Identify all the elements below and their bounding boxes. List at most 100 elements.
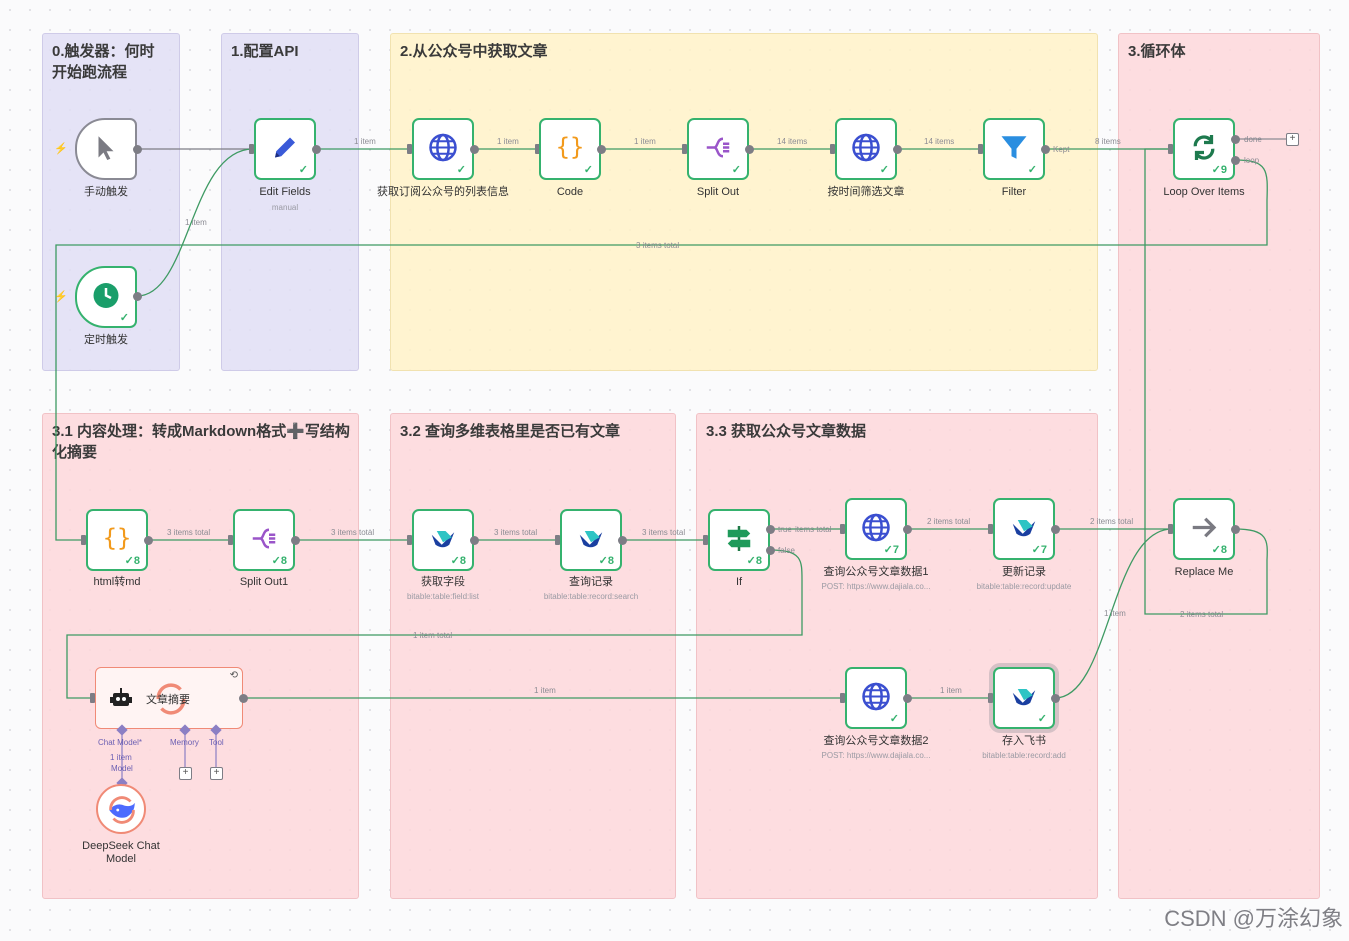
refresh-icon[interactable]: ⟲ xyxy=(229,670,238,681)
output-port[interactable] xyxy=(133,145,142,154)
signpost-icon xyxy=(727,526,751,551)
output-port[interactable] xyxy=(312,145,321,154)
input-port[interactable] xyxy=(988,693,993,703)
input-port[interactable] xyxy=(535,144,540,154)
node-if[interactable]: ✓8 xyxy=(708,509,770,571)
input-port[interactable] xyxy=(555,535,560,545)
node-label: 查询公众号文章数据1 xyxy=(823,566,929,578)
output-port[interactable] xyxy=(745,145,754,154)
success-check-icon: ✓ xyxy=(879,164,889,176)
funnel-icon xyxy=(1001,136,1027,159)
input-port[interactable] xyxy=(228,535,233,545)
node-fetch-article-2[interactable]: ✓ xyxy=(845,667,907,729)
input-port[interactable] xyxy=(682,144,687,154)
edge-label: 1 item total xyxy=(413,631,453,640)
node-subtitle: bitable:table:record:update xyxy=(976,582,1072,591)
input-port[interactable] xyxy=(830,144,835,154)
input-port[interactable] xyxy=(1168,524,1173,534)
output-port[interactable] xyxy=(1041,145,1050,154)
edge-label: 3 items total xyxy=(642,528,686,537)
node-agent-summary[interactable]: 文章摘要 ⟲ xyxy=(95,667,243,729)
input-port[interactable] xyxy=(840,693,845,703)
success-check-icon: ✓ xyxy=(731,164,741,176)
input-port[interactable] xyxy=(407,535,412,545)
node-update-record[interactable]: ✓7 xyxy=(993,498,1055,560)
trigger-bolt-icon: ⚡ xyxy=(54,291,68,303)
success-check-icon: ✓ xyxy=(298,164,308,176)
edge-label: 3 items total xyxy=(636,241,680,250)
node-split-out1[interactable]: ✓8 xyxy=(233,509,295,571)
input-port[interactable] xyxy=(978,144,983,154)
success-check-icon: ✓ xyxy=(1037,713,1047,725)
output-port[interactable] xyxy=(597,145,606,154)
node-schedule-trigger[interactable]: ✓ xyxy=(75,266,137,328)
input-port[interactable] xyxy=(81,535,86,545)
node-manual-trigger[interactable] xyxy=(75,118,137,180)
node-get-list[interactable]: ✓ xyxy=(412,118,474,180)
output-port[interactable] xyxy=(903,525,912,534)
node-split-out[interactable]: ✓ xyxy=(687,118,749,180)
output-port[interactable] xyxy=(903,694,912,703)
output-port[interactable] xyxy=(618,536,627,545)
input-port[interactable] xyxy=(407,144,412,154)
node-query-records[interactable]: ✓8 xyxy=(560,509,622,571)
split-icon xyxy=(252,528,276,549)
node-save-feishu[interactable]: ✓ xyxy=(993,667,1055,729)
sticky-content-processing[interactable]: 3.1 内容处理：转成Markdown格式➕写结构化摘要 xyxy=(42,413,359,899)
add-tool-button[interactable]: + xyxy=(210,767,223,780)
input-port[interactable] xyxy=(1168,144,1173,154)
input-port[interactable] xyxy=(90,693,95,703)
edge-label: 1 item xyxy=(940,686,962,695)
sticky-config-api[interactable]: 1.配置API xyxy=(221,33,359,371)
node-filter[interactable]: ✓ xyxy=(983,118,1045,180)
node-label: Code xyxy=(556,186,584,198)
input-port[interactable] xyxy=(988,524,993,534)
edge-label: 14 items xyxy=(924,137,955,146)
add-node-button[interactable]: + xyxy=(1286,133,1299,146)
node-deepseek-model[interactable] xyxy=(96,784,146,834)
output-port[interactable] xyxy=(1051,694,1060,703)
sticky-query-table[interactable]: 3.2 查询多维表格里是否已有文章 xyxy=(390,413,676,899)
output-port[interactable] xyxy=(144,536,153,545)
node-loop-over-items[interactable]: ✓9 xyxy=(1173,118,1235,180)
output-port[interactable] xyxy=(1051,525,1060,534)
node-subtitle: POST: https://www.dajiala.co... xyxy=(821,751,931,760)
globe-icon xyxy=(862,682,890,711)
node-filter-time[interactable]: ✓ xyxy=(835,118,897,180)
node-edit-fields[interactable]: ✓ xyxy=(254,118,316,180)
output-port[interactable] xyxy=(239,694,248,703)
sticky-title: 1.配置API xyxy=(231,43,299,60)
node-label: 获取订阅公众号的列表信息 xyxy=(377,186,509,198)
success-count: ✓8 xyxy=(450,555,466,567)
input-port[interactable] xyxy=(703,535,708,545)
output-port[interactable] xyxy=(893,145,902,154)
cursor-icon xyxy=(98,136,114,160)
input-port[interactable] xyxy=(249,144,254,154)
output-port[interactable] xyxy=(291,536,300,545)
sticky-article-data[interactable]: 3.3 获取公众号文章数据 xyxy=(696,413,1098,899)
loop-port[interactable] xyxy=(1231,156,1240,165)
svg-text:{}: {} xyxy=(556,133,585,161)
node-replace-me[interactable]: ✓8 xyxy=(1173,498,1235,560)
output-port[interactable] xyxy=(1231,525,1240,534)
success-check-icon: ✓ xyxy=(889,713,899,725)
node-get-fields[interactable]: ✓8 xyxy=(412,509,474,571)
success-count: ✓8 xyxy=(598,555,614,567)
node-code[interactable]: {} ✓ xyxy=(539,118,601,180)
node-html-to-md[interactable]: {} ✓8 xyxy=(86,509,148,571)
output-port[interactable] xyxy=(470,145,479,154)
output-port[interactable] xyxy=(470,536,479,545)
sticky-fetch-articles[interactable]: 2.从公众号中获取文章 xyxy=(390,33,1098,371)
node-label: 查询公众号文章数据2 xyxy=(823,735,929,747)
edge-label: 14 items xyxy=(777,137,808,146)
true-port[interactable] xyxy=(766,525,775,534)
node-label: 获取字段 xyxy=(421,576,465,588)
node-fetch-article-1[interactable]: ✓7 xyxy=(845,498,907,560)
false-port[interactable] xyxy=(766,546,775,555)
add-memory-button[interactable]: + xyxy=(179,767,192,780)
input-port[interactable] xyxy=(840,524,845,534)
edge-label: 1 item xyxy=(354,137,376,146)
output-port[interactable] xyxy=(133,292,142,301)
done-port[interactable] xyxy=(1231,135,1240,144)
